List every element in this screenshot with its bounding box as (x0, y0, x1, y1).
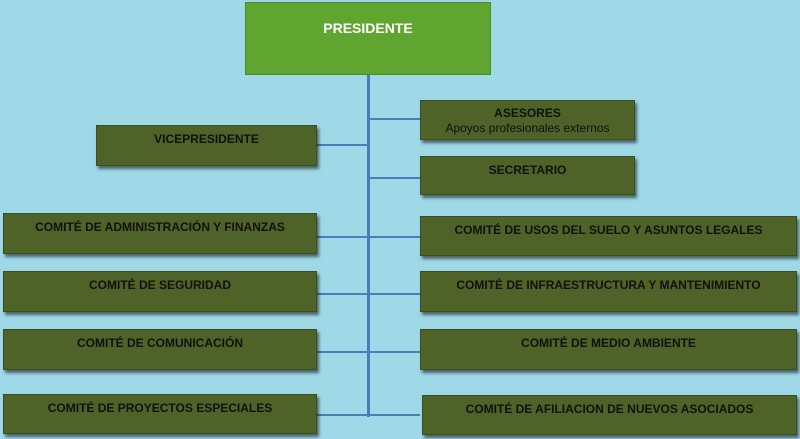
connector-row-1 (317, 236, 420, 238)
vicepresident-box: VICEPRESIDENTE (96, 125, 317, 166)
connector-secretary (368, 177, 420, 179)
committee-label: COMITÉ DE MEDIO AMBIENTE (521, 336, 696, 350)
committee-label: COMITÉ DE ADMINISTRACIÓN Y FINANZAS (35, 220, 285, 234)
connector-trunk (367, 75, 370, 417)
secretary-box: SECRETARIO (420, 156, 635, 195)
connector-row-4 (317, 414, 420, 416)
advisors-subtitle: Apoyos profesionales externos (445, 121, 610, 135)
secretary-label: SECRETARIO (488, 163, 567, 177)
committee-box-right-2: COMITÉ DE INFRAESTRUCTURA Y MANTENIMIENT… (420, 271, 797, 312)
president-box: PRESIDENTE (245, 2, 491, 75)
connector-row-3 (317, 351, 420, 353)
committee-box-right-1: COMITÉ DE USOS DEL SUELO Y ASUNTOS LEGAL… (420, 216, 797, 256)
committee-box-right-3: COMITÉ DE MEDIO AMBIENTE (420, 329, 797, 370)
committee-box-right-4: COMITÉ DE AFILIACION DE NUEVOS ASOCIADOS (422, 395, 797, 435)
connector-vicepresident (317, 144, 369, 146)
committee-label: COMITÉ DE INFRAESTRUCTURA Y MANTENIMIENT… (456, 278, 761, 292)
advisors-box: ASESORES Apoyos profesionales externos (420, 100, 635, 140)
vicepresident-label: VICEPRESIDENTE (154, 132, 259, 146)
committee-box-left-2: COMITÉ DE SEGURIDAD (3, 271, 317, 312)
committee-box-left-1: COMITÉ DE ADMINISTRACIÓN Y FINANZAS (3, 213, 317, 254)
committee-label: COMITÉ DE SEGURIDAD (88, 278, 231, 292)
connector-row-2 (317, 293, 420, 295)
connector-advisors (368, 118, 420, 120)
advisors-title: ASESORES (494, 106, 561, 120)
committee-label: COMITÉ DE USOS DEL SUELO Y ASUNTOS LEGAL… (454, 223, 763, 237)
committee-box-left-3: COMITÉ DE COMUNICACIÓN (3, 329, 317, 370)
president-label: PRESIDENTE (323, 20, 413, 36)
committee-label: COMITÉ DE AFILIACION DE NUEVOS ASOCIADOS (465, 402, 754, 416)
committee-label: COMITÉ DE COMUNICACIÓN (77, 336, 243, 350)
committee-box-left-4: COMITÉ DE PROYECTOS ESPECIALES (3, 394, 317, 434)
committee-label: COMITÉ DE PROYECTOS ESPECIALES (47, 401, 273, 415)
